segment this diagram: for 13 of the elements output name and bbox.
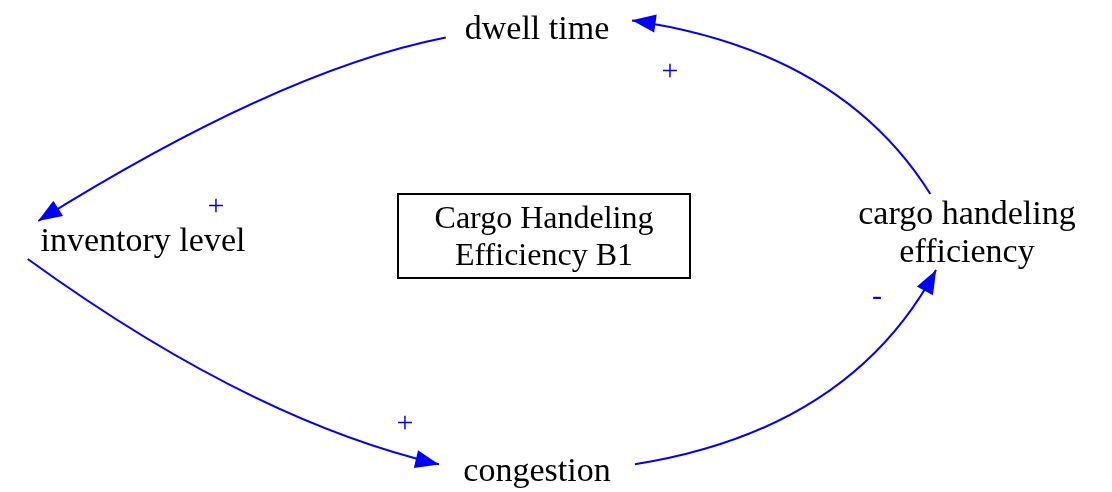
curved-arrow bbox=[37, 36, 447, 222]
curved-arrow bbox=[634, 269, 937, 466]
polarity-sign: - bbox=[872, 280, 882, 310]
curved-arrow bbox=[631, 15, 932, 195]
polarity-sign: + bbox=[661, 55, 679, 85]
variable-label: cargo handeling efficiency bbox=[826, 194, 1108, 270]
variable-label: dwell time bbox=[442, 9, 632, 47]
loop-label-box: Cargo Handeling Efficiency B1 bbox=[397, 193, 691, 279]
polarity-sign: + bbox=[207, 190, 225, 220]
curved-arrow bbox=[26, 258, 440, 468]
polarity-sign: + bbox=[396, 407, 414, 437]
variable-label: congestion bbox=[439, 451, 635, 489]
variable-label: inventory level bbox=[12, 221, 274, 259]
